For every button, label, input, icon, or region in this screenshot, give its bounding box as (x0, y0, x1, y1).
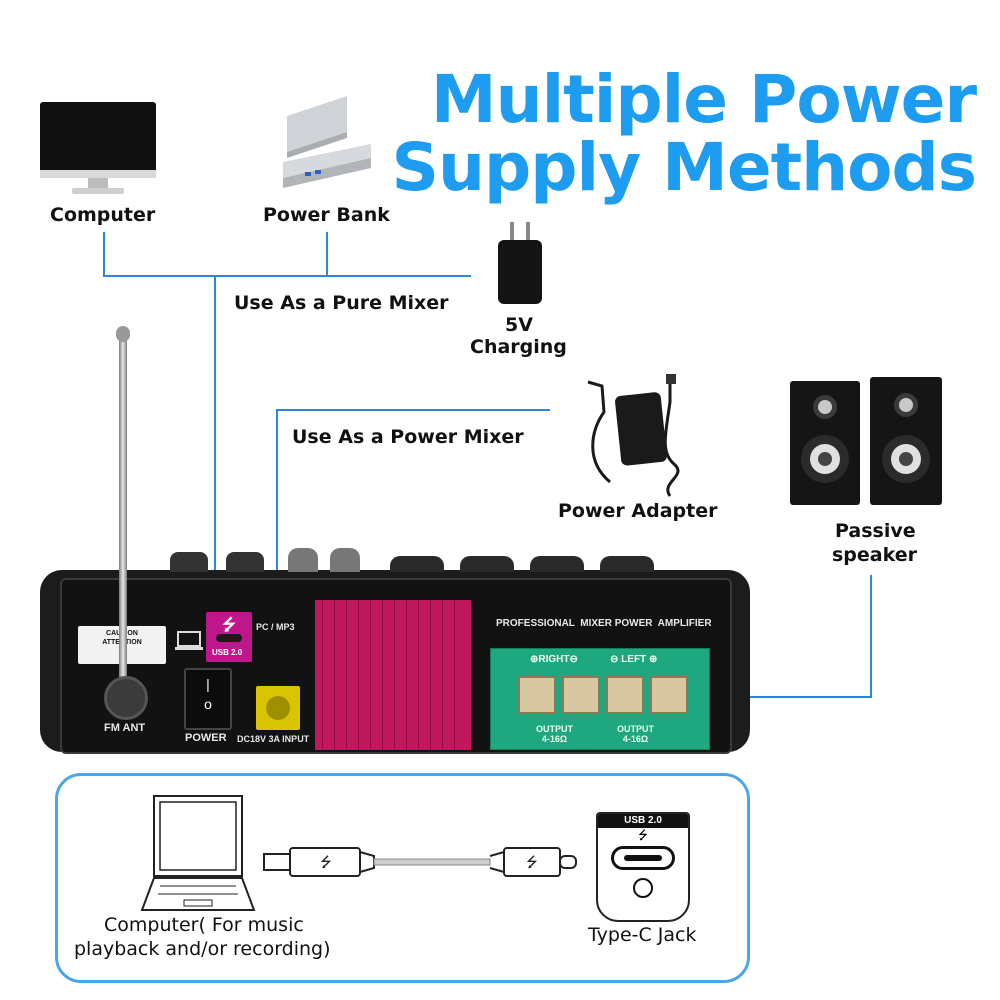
dc-input-label: DC18V 3A INPUT (237, 734, 310, 744)
rca-jack-2 (330, 548, 360, 572)
antenna-rod (119, 340, 127, 688)
usb-port-area[interactable]: ⭍ USB 2.0 (206, 612, 252, 662)
typec-port-tongue (624, 855, 662, 861)
heatsink-fin (394, 600, 401, 750)
top-knob-1 (170, 552, 208, 572)
rca-jack-1 (288, 548, 318, 572)
antenna-tip (116, 326, 130, 342)
heatsink-fin (382, 600, 389, 750)
laptop-glyph-icon (175, 631, 203, 650)
heatsink-fin (442, 600, 449, 750)
top-knob-2 (226, 552, 264, 572)
xlr-knob-3 (530, 556, 584, 572)
pc-mp3-label: PC / MP3 (256, 622, 295, 632)
pure-mixer-label: Use As a Pure Mixer (234, 292, 449, 314)
usb-c-port (216, 634, 242, 642)
heatsink-fin (322, 600, 329, 750)
output-right-ohm: 4-16Ω (622, 734, 649, 744)
heatsink-fin (418, 600, 425, 750)
power-label: POWER (185, 732, 227, 744)
wire-top-horizontal (103, 275, 471, 277)
terminal-left-text: LEFT (621, 654, 647, 665)
terminal-left-label: ⊖ LEFT ⊕ (610, 654, 658, 665)
usb-symbol-icon: ⭍ (222, 617, 236, 634)
usb-cable-icon: ⭍ ⭍ (263, 847, 577, 877)
headline-line-1: Multiple Power (430, 61, 977, 138)
heatsink-fin (334, 600, 341, 750)
terminal-right-text: RIGHT (538, 654, 570, 665)
terminal-clip-3[interactable] (606, 676, 644, 714)
power-adapter-icon (587, 374, 680, 497)
output-right-label: OUTPUT 4-16Ω (617, 724, 654, 744)
speaker-icon (790, 377, 942, 505)
dc-input-jack[interactable] (256, 686, 300, 730)
xlr-knob-1 (390, 556, 444, 572)
typec-usb-symbol-icon: ⭍ (638, 828, 648, 842)
usb-connection-box (55, 773, 750, 983)
wire-to-dc (276, 409, 278, 685)
power-on-mark: | (206, 676, 210, 692)
heatsink-fin (430, 600, 437, 750)
heatsink-fin (370, 600, 377, 750)
dc-jack-hole (266, 696, 290, 720)
terminal-right-label: ⊕RIGHT⊖ (530, 654, 578, 665)
svg-text:⭍: ⭍ (320, 855, 332, 871)
bottom-computer-label-1: Computer( For music (104, 914, 304, 936)
computer-label: Computer (50, 204, 156, 226)
charging-label-1: 5V (505, 314, 533, 336)
laptop-icon (140, 795, 256, 911)
charging-label-2: Charging (470, 336, 567, 358)
svg-text:⭍: ⭍ (526, 855, 538, 871)
typec-jack-label: Type-C Jack (588, 924, 697, 946)
typec-port-outline (611, 846, 675, 870)
bottom-computer-label-2: playback and/or recording) (74, 938, 331, 960)
output-left-label: OUTPUT 4-16Ω (536, 724, 573, 744)
wire-speaker-down (870, 575, 872, 697)
wire-adapter-horizontal (276, 409, 550, 411)
charger-icon (498, 222, 542, 304)
typec-usb-badge: USB 2.0 (598, 814, 688, 828)
output-left-text: OUTPUT (536, 724, 573, 734)
passive-speaker-label-2: speaker (832, 544, 917, 566)
fm-ant-label: FM ANT (104, 722, 146, 734)
usb-port-label: USB 2.0 (212, 648, 243, 657)
power-bank-label: Power Bank (263, 204, 390, 226)
computer-monitor-icon (40, 102, 156, 194)
wire-computer-down (103, 232, 105, 276)
heatsink-fin (406, 600, 413, 750)
power-switch[interactable]: | o (184, 668, 232, 730)
terminal-clip-4[interactable] (650, 676, 688, 714)
power-mixer-label: Use As a Power Mixer (292, 426, 524, 448)
terminal-clip-2[interactable] (562, 676, 600, 714)
heatsink-fin (358, 600, 365, 750)
power-bank-icon (283, 96, 371, 188)
wire-to-usb (214, 275, 216, 610)
antenna-base (104, 676, 148, 720)
heatsink-fin (454, 600, 461, 750)
power-off-mark: o (204, 696, 212, 712)
typec-jack-icon: USB 2.0 ⭍ (596, 812, 690, 922)
output-right-text: OUTPUT (617, 724, 654, 734)
wire-powerbank-down (326, 232, 328, 276)
typec-screw-icon (633, 878, 653, 898)
xlr-knob-2 (460, 556, 514, 572)
power-adapter-label: Power Adapter (558, 500, 718, 522)
terminal-clip-1[interactable] (518, 676, 556, 714)
output-left-ohm: 4-16Ω (541, 734, 568, 744)
xlr-knob-4 (600, 556, 654, 572)
panel-header: PROFESSIONAL MIXER POWER AMPLIFIER (496, 618, 712, 629)
heatsink-fin (346, 600, 353, 750)
headline-line-2: Supply Methods (391, 129, 977, 206)
wire-speaker-horizontal (708, 696, 872, 698)
passive-speaker-label-1: Passive (835, 520, 916, 542)
